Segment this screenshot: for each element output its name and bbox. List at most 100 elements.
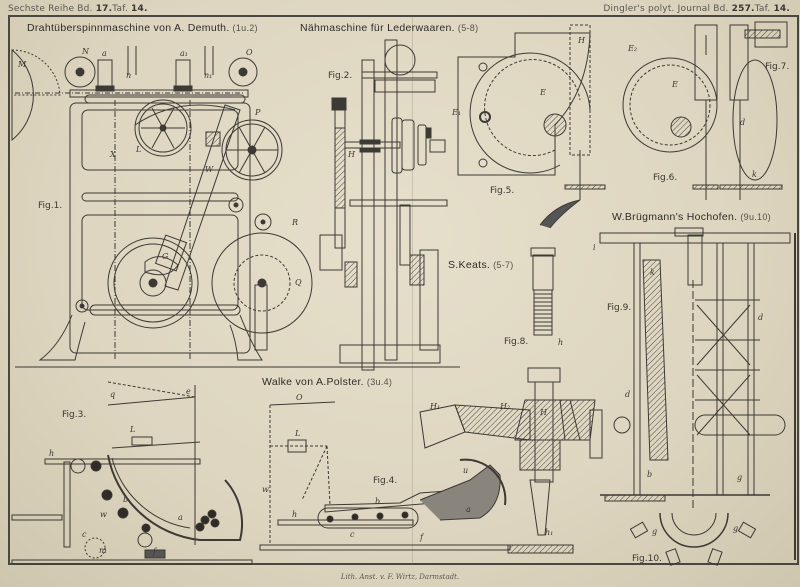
fig8-jaw-right [559,399,596,441]
part-label-h-fig4: h [292,510,298,519]
fig2-collar-top [359,139,381,145]
fig8-bed [507,544,574,554]
section-title-bruegmann-text: W.Brügmann's Hochofen. [612,211,738,223]
fig1-pulley-n [64,56,96,88]
fig3-roller-bottom [137,532,153,548]
fig1-mid-rail [81,192,239,202]
part-label-g2-fig10: g [733,524,739,533]
section-title-demuth-range: (1u.2) [232,23,258,33]
fig4-shoe-press [419,399,596,449]
fig10-tuyere-1 [629,521,649,539]
fig9-flue [687,234,703,286]
fig1-bobbin-q-hub [257,278,267,288]
part-label-n-small: n [126,71,132,80]
fig7-drawing [719,21,788,200]
fig3-crank-m [84,537,106,559]
fig1-bevel-gear [139,269,167,297]
fig1-wheel-l-inner [138,103,188,153]
header-right-taf-prefix: Taf. [754,4,771,14]
fig1-bobbin-stand [254,284,268,351]
part-label-n1: n₁ [204,71,213,80]
part-label-h2: H₂ [500,402,511,411]
part-label-d-fig9: d [625,390,631,399]
fig3-roller-d [141,523,151,533]
fig1-pulley-n-hub [75,67,85,77]
part-label-g: G [162,252,169,261]
section-title-keats-text: S.Keats. [448,259,491,271]
part-label-g-fig9: g [737,473,743,482]
part-label-r: R [292,218,299,227]
section-title-naehmaschine-text: Nähmaschine für Lederwaaren. [300,22,455,34]
section-title-keats-range: (5-7) [493,260,514,270]
fig1-wheel-p [221,119,283,181]
fig3-rope-e [107,381,196,398]
fig8-anvil-k [529,479,551,536]
fig5-hole-2 [479,111,491,123]
fig3-table-h [44,458,201,465]
part-label-h-fig5: H [578,36,585,45]
section-title-demuth: Drahtüberspinnmaschine von A. Demuth.(1u… [27,22,258,34]
part-label-l: L [136,145,142,154]
fig2-top-block [374,79,436,93]
header-right-prefix: Dingler's polyt. Journal Bd. [603,4,729,14]
fig10-hearth-inner [671,512,717,536]
fig3-label: Fig.3. [62,410,87,420]
fig4-pendulum [301,445,331,506]
fig1-disk-m-dash [11,49,61,96]
fig3-floor [11,559,253,565]
fig2-base-g [319,234,343,271]
fig3-trough-inner [111,457,191,529]
header-right: Dingler's polyt. Journal Bd. 257.Taf. 14… [603,4,790,14]
fig10-tuyere-2 [737,521,757,539]
section-title-naehmaschine: Nähmaschine für Lederwaaren.(5-8) [300,22,478,34]
fig1-lever-w [164,104,241,291]
fig9-top-cap [674,227,704,237]
fig2-lower-arm-u [349,199,448,207]
fig1-wheel-l-hub [159,124,167,132]
fig1-roller-1-hub [233,202,239,208]
fig5-bobbin [543,113,567,137]
fig9-brace [696,304,751,366]
fig6-hook-dash [629,64,711,146]
fig3-roller-d [117,507,129,519]
fig1-belt [134,104,236,126]
part-label-x: X [110,150,116,159]
part-label-a1: a₁ [180,49,188,58]
fig5-throat-plate [564,184,606,190]
fig3-roller-top [70,458,86,474]
header-left: Sechste Reihe Bd. 17.Taf. 14. [8,4,148,14]
fig9-foundation [604,494,666,502]
part-label-q: Q [295,278,302,287]
header-left-volume: 17. [95,4,113,14]
fig3-drawing [11,381,253,565]
fig4-roller [401,511,409,519]
section-title-walke: Walke von A.Polster.(3u.4) [262,376,392,388]
fig3-lever [111,441,201,449]
fig1-coupling [205,131,221,147]
part-label-b-fig3: b [123,495,129,504]
fig10-drawing [629,512,757,566]
fig1-pulley-o [228,57,258,87]
fig2-pulley-p2 [401,119,415,171]
header-left-taf: 14. [131,4,148,14]
fig8-label: Fig.8. [504,337,529,347]
part-label-h2-fig8: h [558,338,564,347]
section-title-walke-range: (3u.4) [366,377,393,387]
part-label-f-fig3: f [153,547,156,556]
section-title-demuth-text: Drahtüberspinnmaschine von A. Demuth. [27,22,230,34]
fig1-housing-a-base [95,85,115,92]
fig10-hearth-outer [659,512,729,548]
section-title-naehmaschine-range: (5-8) [457,23,479,33]
fig1-bobbin-q-core [233,254,291,312]
fig3-roller-d [90,460,102,472]
fig3-cloth-roll [210,518,220,528]
fig2-column [361,59,375,371]
fig2-needle-bar [399,204,411,266]
fig1-drawing [11,46,313,368]
fig1-frame-upper-window [81,109,239,171]
fig2-top-arm [361,71,438,79]
section-title-walke-text: Walke von A.Polster. [262,376,364,388]
fig4-last-h2 [454,404,531,441]
fig3-post [63,461,71,548]
